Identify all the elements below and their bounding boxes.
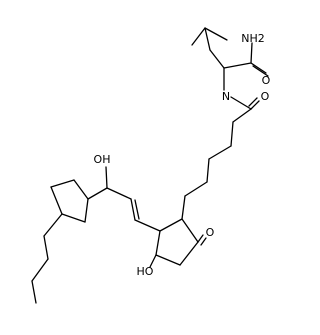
bond (230, 121, 234, 147)
ring-hydroxyl-label: HO (137, 265, 154, 278)
bond (155, 254, 181, 266)
bond (130, 198, 136, 221)
bond (204, 27, 228, 41)
bond (134, 199, 140, 220)
bond (181, 218, 199, 243)
bond (50, 179, 75, 188)
bond (250, 100, 260, 110)
bond (43, 213, 63, 237)
bond (87, 187, 108, 200)
bond (73, 179, 89, 200)
bond (159, 218, 183, 232)
bond (200, 237, 207, 246)
bond (248, 97, 258, 107)
bond (230, 96, 252, 110)
bond (105, 166, 108, 189)
bond (223, 62, 252, 69)
bond (197, 234, 204, 243)
bond (181, 195, 186, 220)
bond (179, 241, 199, 266)
molecule-structure: NH2 O N O O HO OH (31, 27, 271, 304)
bond (155, 230, 161, 256)
bond (43, 235, 49, 260)
amide-nitrogen-label: N (222, 90, 230, 103)
bond (206, 158, 210, 183)
bond (106, 187, 132, 200)
bond (250, 42, 253, 64)
bond (31, 280, 37, 304)
acyl-oxygen-label: O (261, 90, 270, 103)
bond (149, 254, 157, 268)
bond (209, 49, 225, 69)
bond (232, 108, 252, 123)
bond (252, 65, 269, 77)
bond (250, 62, 267, 74)
bond (31, 258, 49, 282)
bond-skeleton (31, 27, 269, 304)
bond (184, 181, 208, 197)
side-chain-hydroxyl-label: OH (94, 153, 111, 166)
bond (61, 213, 86, 223)
ketone-oxygen-label: O (206, 226, 215, 239)
bond (208, 145, 232, 160)
bond (134, 219, 161, 232)
bond (204, 27, 211, 51)
bond (191, 27, 206, 46)
bond (50, 186, 63, 215)
atom-labels: NH2 O N O O HO OH (94, 32, 271, 278)
amide-nh2-label: NH2 (241, 32, 265, 45)
amide-oxygen-label: O (262, 74, 271, 87)
bond (84, 198, 89, 223)
